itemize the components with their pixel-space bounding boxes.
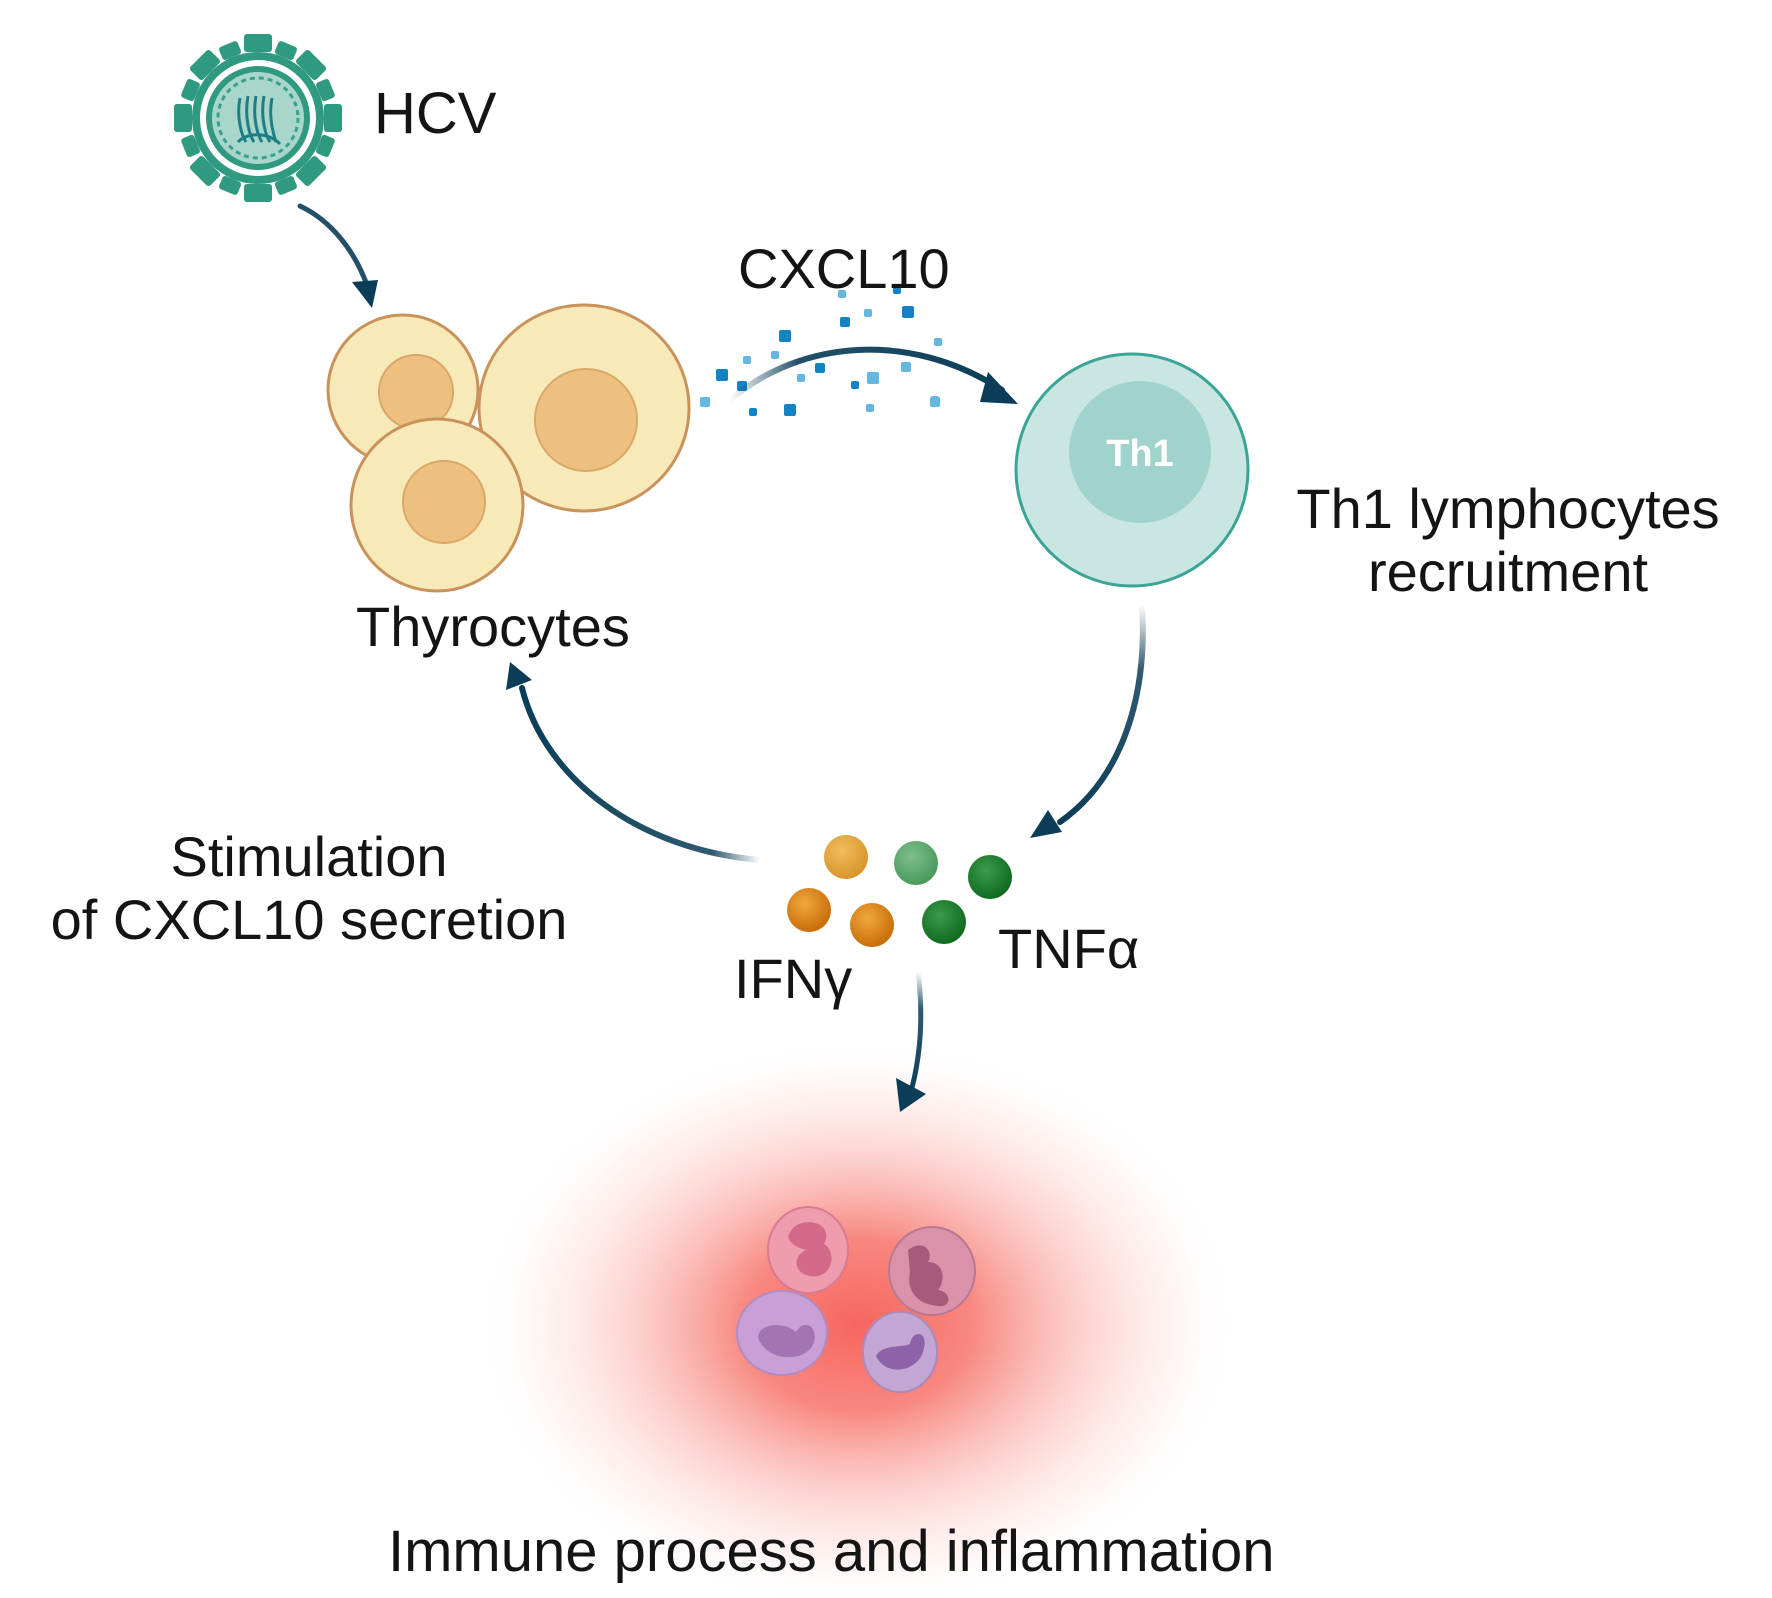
arrow-th1-to-cytokines [1030, 602, 1146, 838]
cxcl10-particle [864, 309, 872, 317]
neutrophil-cell [767, 1206, 849, 1294]
th1-recruitment-label: Th1 lymphocytes recruitment [1258, 477, 1758, 603]
arrow-hcv-to-thyrocytes [297, 203, 378, 308]
ifng-particle [850, 903, 894, 947]
cxcl10-particle [851, 381, 859, 389]
stimulation-label: Stimulation of CXCL10 secretion [4, 825, 614, 951]
eosinophil-cell [888, 1226, 976, 1316]
tnfa-particle [894, 841, 938, 885]
tnfa-particle [922, 900, 966, 944]
cxcl10-particle [700, 397, 710, 407]
th1-label-line2: recruitment [1367, 539, 1649, 603]
th1-label-line1: Th1 lymphocytes [1296, 477, 1720, 540]
cxcl10-particle [771, 351, 779, 359]
arrow-thyrocytes-to-th1 [727, 346, 1018, 404]
immune-process-label: Immune process and inflammation [388, 1519, 1275, 1584]
cxcl10-particle [893, 286, 901, 294]
ifng-particle [824, 835, 868, 879]
cxcl10-label: CXCL10 [738, 237, 950, 300]
cxcl10-particle [934, 338, 942, 346]
tnfa-label: TNFα [998, 917, 1140, 980]
basophil-cell [862, 1311, 938, 1393]
cxcl10-particle [815, 363, 825, 373]
cxcl10-particle [743, 356, 751, 364]
immune-cells-icon [736, 1206, 976, 1393]
stimulation-label-line1: Stimulation [170, 825, 448, 888]
inflammation-glow [478, 1040, 1238, 1598]
cxcl10-particle [779, 330, 791, 342]
thyrocyte-cells-icon [326, 303, 691, 593]
monocyte-cell [736, 1290, 828, 1376]
cytokine-particles-icon [787, 835, 1012, 947]
arrow-cytokines-to-immune [896, 969, 926, 1112]
arrow-cytokines-to-thyrocytes [506, 662, 763, 863]
chemokine-particles-icon [700, 286, 942, 416]
cxcl10-particle [901, 362, 911, 372]
cxcl10-particle [867, 372, 879, 384]
cxcl10-particle [866, 404, 874, 412]
lymphocyte-icon: Th1 [1014, 352, 1250, 588]
ifng-label: IFNγ [734, 947, 853, 1010]
cxcl10-particle [716, 369, 728, 381]
hcv-label: HCV [374, 81, 497, 146]
cxcl10-particle [902, 306, 914, 318]
cxcl10-particle [784, 404, 796, 416]
virus-icon [174, 34, 342, 202]
ifng-particle [787, 888, 831, 932]
cxcl10-particle [930, 397, 940, 407]
thyrocytes-label: Thyrocytes [356, 595, 630, 658]
tnfa-particle [968, 855, 1012, 899]
th1-cell-label: Th1 [1106, 433, 1174, 475]
cxcl10-particle [749, 408, 757, 416]
cxcl10-particle [797, 374, 805, 382]
cxcl10-particle [840, 317, 850, 327]
stimulation-label-line2: of CXCL10 secretion [50, 887, 568, 951]
cxcl10-particle [838, 290, 846, 298]
